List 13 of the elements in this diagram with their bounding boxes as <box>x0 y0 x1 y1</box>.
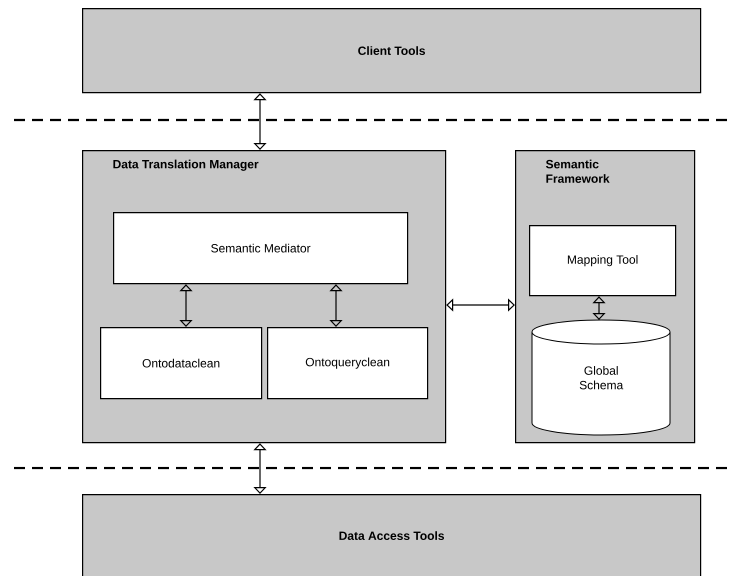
layer-box: Data Access Tools <box>82 494 702 576</box>
component-box: Semantic Mediator <box>113 212 408 284</box>
database-cylinder: Global Schema <box>532 320 670 436</box>
component-box: Ontoqueryclean <box>267 327 428 400</box>
double-arrow <box>592 296 606 320</box>
component-box: Mapping Tool <box>529 225 676 296</box>
component-box: Ontodataclean <box>100 327 262 400</box>
double-arrow <box>253 93 267 150</box>
double-arrow <box>446 298 515 312</box>
double-arrow <box>179 284 193 327</box>
layer-box: Client Tools <box>82 8 702 94</box>
double-arrow <box>329 284 343 327</box>
double-arrow <box>253 443 267 494</box>
